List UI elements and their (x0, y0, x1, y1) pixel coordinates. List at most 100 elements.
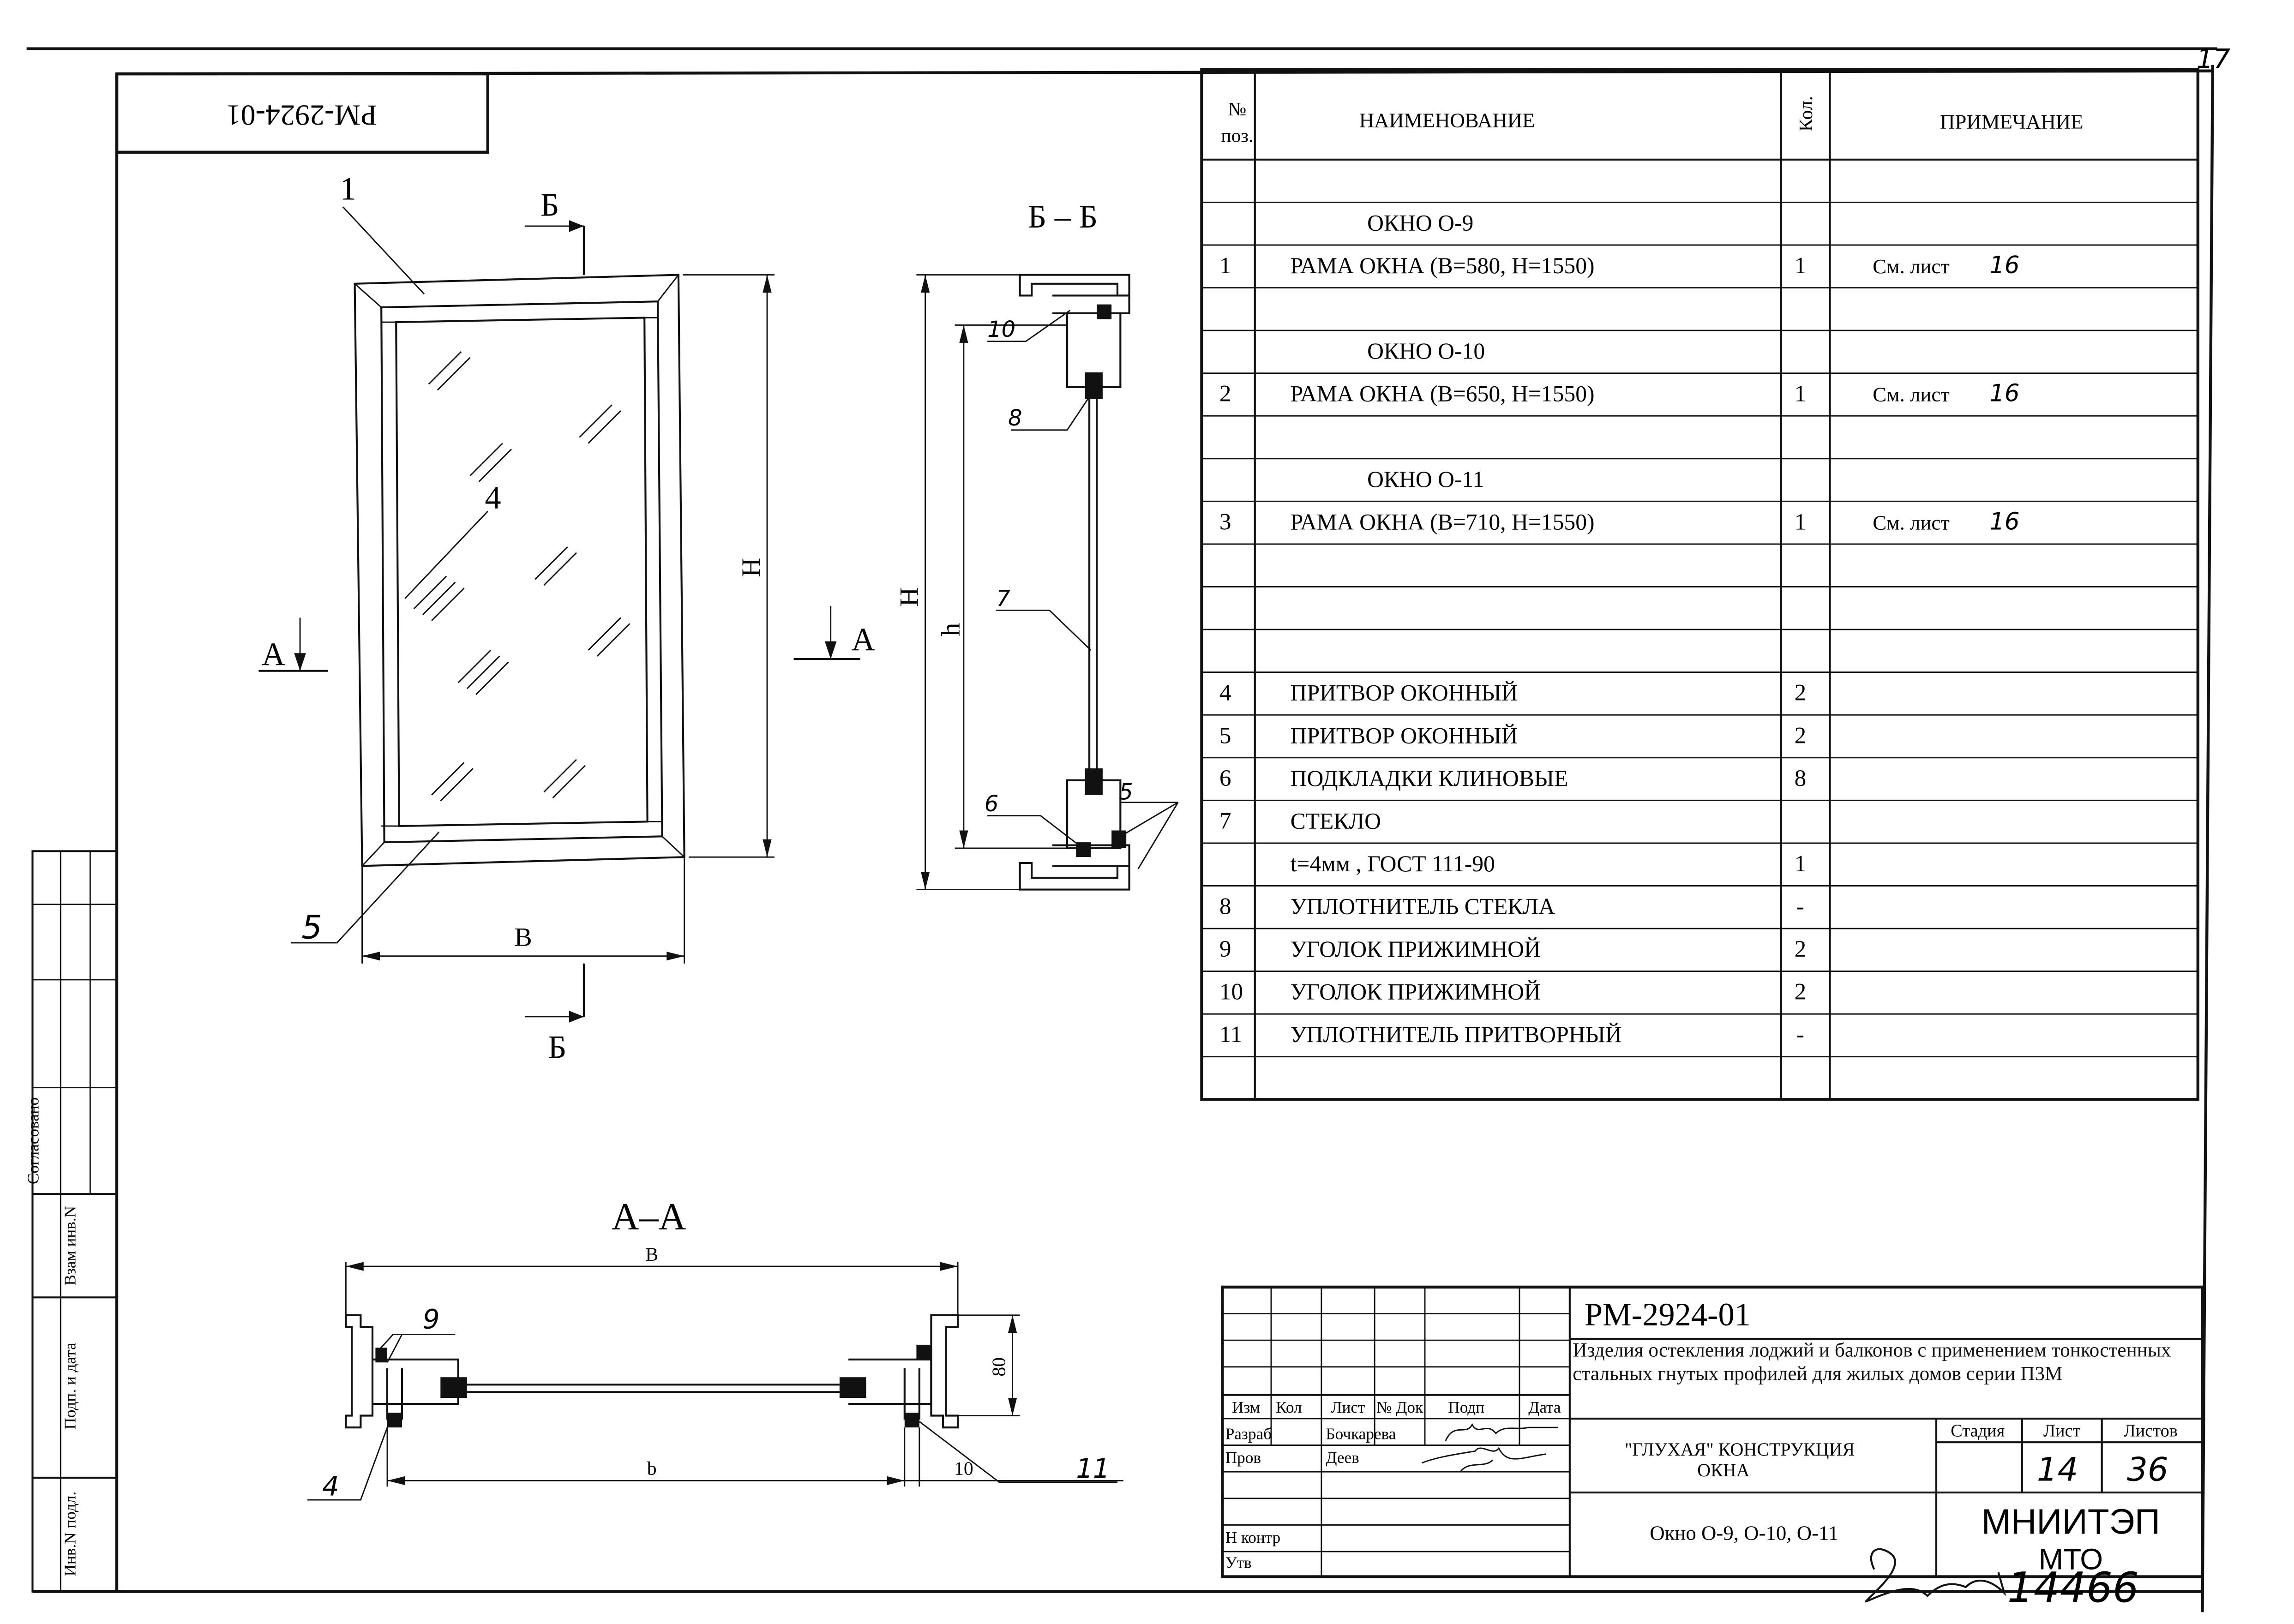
callout-4-section: 4 (322, 1471, 339, 1502)
side-stamp: Согласовано Взам инв.N Подп. и дата Инв.… (24, 850, 118, 1593)
tb-prov-name: Деев (1326, 1449, 1359, 1467)
spec-pos: 8 (1219, 893, 1231, 920)
spec-qty: 8 (1795, 765, 1807, 791)
dim-H-front: H (737, 558, 766, 577)
tb-construction-1: "ГЛУХАЯ" КОНСТРУКЦИЯ (1625, 1439, 1855, 1460)
tb-razrab-label: Разраб (1225, 1425, 1272, 1443)
tb-sheet-label: Лист (2043, 1421, 2081, 1440)
spec-pos: 10 (1219, 979, 1243, 1005)
callout-7: 7 (996, 586, 1010, 611)
spec-group-title: ОКНО О-9 (1367, 210, 1473, 235)
spec-table: № поз. НАИМЕНОВАНИЕ Кол. ПРИМЕЧАНИЕ ОКНО… (1200, 68, 2200, 1101)
spec-qty: 1 (1795, 509, 1807, 535)
spec-qty: 2 (1795, 979, 1807, 1005)
dim-b-section: b (647, 1458, 657, 1480)
spec-pos: 1 (1219, 252, 1231, 279)
tb-sheets-label: Листов (2124, 1421, 2178, 1440)
callout-5: 5 (301, 908, 322, 946)
spec-name: УГОЛОК ПРИЖИМНОЙ (1291, 979, 1541, 1005)
tb-code: РМ-2924-01 (1585, 1297, 1751, 1333)
spec-qty: 2 (1795, 936, 1807, 962)
tb-description: Изделия остекления лоджий и балконов с п… (1573, 1339, 2171, 1385)
stamp-sign-date: Подп. и дата (61, 1342, 79, 1430)
callout-11: 11 (1076, 1453, 1110, 1484)
cut-b-bottom: Б (548, 1030, 566, 1066)
cut-a-left: А (262, 636, 285, 672)
handwritten-scribble (1864, 1548, 2006, 1603)
tb-col-kol: Кол (1276, 1398, 1302, 1416)
spec-pos: 3 (1219, 509, 1231, 535)
spec-group-title: ОКНО О-10 (1367, 338, 1485, 364)
spec-header-pos-2: поз. (1221, 125, 1253, 146)
spec-pos: 5 (1219, 722, 1231, 749)
spec-header-note: ПРИМЕЧАНИЕ (1940, 110, 2084, 133)
cut-b-top: Б (540, 187, 559, 223)
spec-note-handwritten: 16 (1989, 508, 2019, 535)
stamp-inv-swap: Взам инв.N (61, 1206, 79, 1286)
handwritten-note: 14466 (2007, 1564, 2139, 1612)
tb-utv-label: Утв (1225, 1553, 1252, 1571)
spec-note-handwritten: 16 (1989, 252, 2019, 279)
window-front-view: 1 4 5 H B Б Б А (258, 171, 775, 1066)
section-bb-title: Б – Б (1028, 199, 1098, 235)
dim-80: 80 (989, 1357, 1010, 1377)
spec-pos: 6 (1219, 765, 1231, 791)
tb-col-list: Лист (1331, 1398, 1365, 1416)
rotated-code: РМ-2924-01 (226, 99, 377, 132)
spec-qty: 1 (1795, 252, 1807, 279)
spec-pos: 4 (1219, 680, 1231, 706)
spec-name: ПРИТВОР ОКОННЫЙ (1291, 680, 1518, 706)
rotated-code-box (115, 72, 489, 154)
spec-note: См. лист (1873, 383, 1950, 406)
handwritten-stamp: 14466 (1864, 1548, 2139, 1612)
stamp-agreed: Согласовано (24, 1097, 42, 1184)
dim-10: 10 (954, 1458, 973, 1480)
tb-col-izm: Изм (1232, 1398, 1260, 1416)
spec-name: РАМА ОКНА (В=650, Н=1550) (1291, 381, 1595, 407)
tb-prov-label: Пров (1225, 1449, 1261, 1467)
spec-note: См. лист (1873, 255, 1950, 278)
tb-col-ndok: № Док (1376, 1398, 1423, 1416)
tb-col-data: Дата (1528, 1398, 1561, 1416)
spec-group-title: ОКНО О-11 (1367, 467, 1484, 492)
spec-qty: - (1796, 893, 1804, 920)
callout-10: 10 (987, 317, 1015, 342)
spec-name: ПОДКЛАДКИ КЛИНОВЫЕ (1291, 766, 1568, 791)
tb-razrab-name: Бочкарева (1326, 1425, 1396, 1443)
tb-nkontr-label: Н контр (1225, 1528, 1280, 1546)
spec-name: УПЛОТНИТЕЛЬ ПРИТВОРНЫЙ (1291, 1022, 1622, 1047)
callout-9: 9 (423, 1304, 440, 1335)
section-bb: Б – Б H h А 10 8 7 6 (793, 199, 1179, 891)
tb-stage-label: Стадия (1951, 1421, 2005, 1440)
tb-org-2: МТО (2039, 1543, 2103, 1576)
spec-name: t=4мм , ГОСТ 111-90 (1291, 851, 1495, 876)
dim-h-section: h (936, 623, 965, 636)
tb-org-1: МНИИТЭП (1982, 1502, 2160, 1542)
callout-5-section: 5 (1119, 779, 1133, 805)
spec-qty: - (1796, 1021, 1804, 1048)
tb-sheets-value: 36 (2127, 1450, 2168, 1488)
spec-header-qty: Кол. (1796, 96, 1817, 132)
spec-pos: 11 (1219, 1021, 1242, 1048)
spec-name: СТЕКЛО (1291, 808, 1381, 833)
spec-header-name: НАИМЕНОВАНИЕ (1359, 108, 1535, 132)
stamp-inv-orig: Инв.N подл. (61, 1492, 79, 1576)
spec-name: УПЛОТНИТЕЛЬ СТЕКЛА (1291, 894, 1555, 919)
section-aa: А–А B 80 b 10 9 4 (307, 1196, 1123, 1502)
spec-qty: 2 (1795, 722, 1807, 749)
spec-pos: 7 (1219, 808, 1231, 834)
spec-qty: 1 (1795, 851, 1807, 877)
spec-pos: 2 (1219, 381, 1231, 407)
spec-pos: 9 (1219, 936, 1231, 962)
spec-name: УГОЛОК ПРИЖИМНОЙ (1291, 936, 1541, 962)
spec-name: РАМА ОКНА (В=710, Н=1550) (1291, 509, 1595, 534)
dim-H-section: H (895, 587, 924, 607)
signature-razrab (1445, 1423, 1558, 1441)
spec-header-pos-1: № (1228, 99, 1246, 120)
signature-prov (1422, 1447, 1546, 1473)
tb-windows: Окно О-9, О-10, О-11 (1650, 1521, 1838, 1544)
spec-name: РАМА ОКНА (В=580, Н=1550) (1291, 253, 1595, 278)
cut-a-right: А (852, 622, 875, 658)
callout-8: 8 (1008, 405, 1022, 431)
